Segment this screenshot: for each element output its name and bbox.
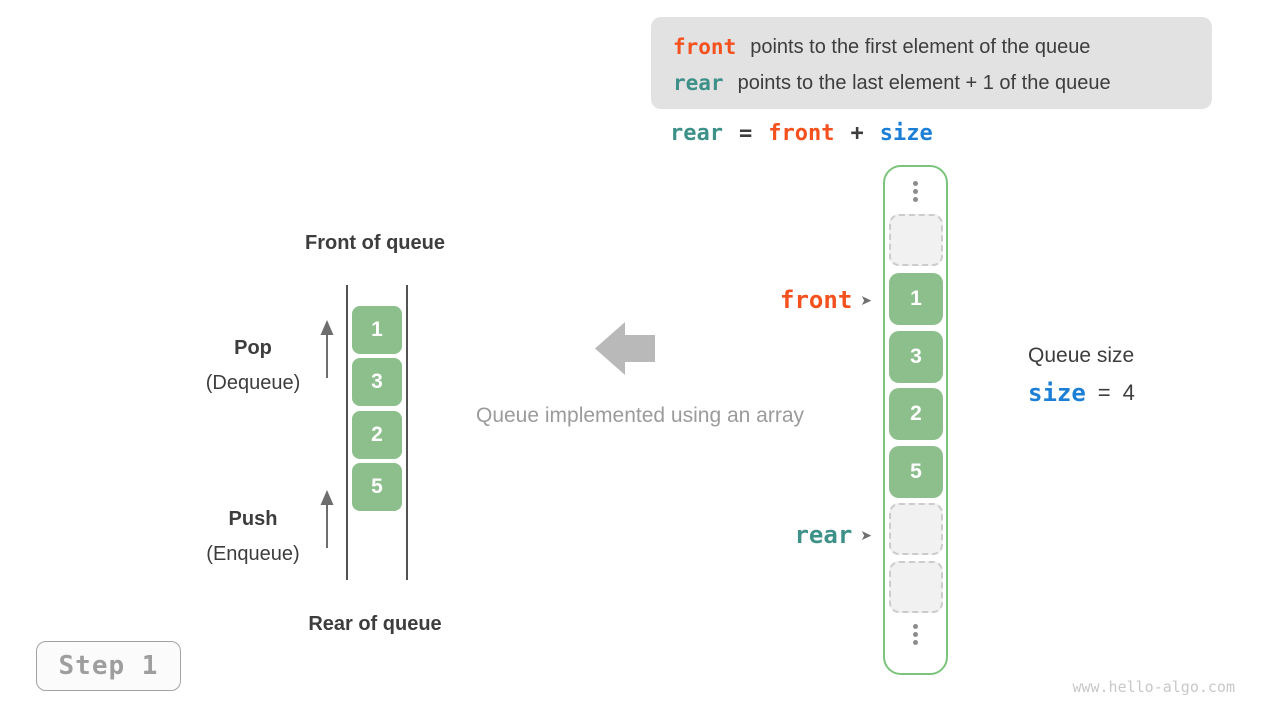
formula-plus: +	[850, 121, 864, 146]
queue-element: 2	[352, 411, 402, 459]
array-empty-slot	[889, 214, 943, 266]
queue-size-title: Queue size	[1028, 344, 1135, 367]
size-variable: size	[1028, 379, 1086, 407]
queue-size-value-line: size = 4	[1028, 379, 1135, 407]
rear-pointer: rear ➤	[794, 520, 872, 550]
pop-title: Pop	[234, 337, 272, 359]
legend-line-front: front points to the first element of the…	[673, 29, 1212, 65]
array-element: 1	[889, 273, 943, 325]
ellipsis-top-icon	[913, 181, 918, 202]
front-pointer-label: front	[780, 286, 853, 314]
array-element: 5	[889, 446, 943, 498]
pop-label: Pop (Dequeue)	[193, 336, 313, 395]
watermark: www.hello-algo.com	[1072, 678, 1235, 696]
legend-front-description: points to the first element of the queue	[750, 35, 1091, 58]
legend-rear-description: points to the last element + 1 of the qu…	[737, 71, 1111, 94]
push-up-arrow-icon	[320, 490, 334, 548]
queue-channel-left-line	[346, 285, 348, 580]
queue-element: 1	[352, 306, 402, 354]
queue-channel-right-line	[406, 285, 408, 580]
rear-of-queue-label: Rear of queue	[308, 613, 442, 635]
pop-up-arrow-icon	[320, 320, 334, 378]
array-empty-slot	[889, 503, 943, 555]
ellipsis-bottom-icon	[913, 624, 918, 645]
size-equals: =	[1097, 380, 1111, 405]
formula-size: size	[879, 121, 933, 146]
size-value: 4	[1122, 380, 1135, 405]
push-subtitle: (Enqueue)	[206, 543, 300, 565]
front-of-queue-label: Front of queue	[305, 232, 445, 254]
left-block-arrow-icon	[595, 322, 655, 375]
queue-element: 5	[352, 463, 402, 511]
array-element: 3	[889, 331, 943, 383]
pointer-formula: rear = front + size	[670, 121, 933, 146]
legend-line-rear: rear points to the last element + 1 of t…	[673, 65, 1212, 101]
push-label: Push (Enqueue)	[193, 507, 313, 566]
formula-front: front	[768, 121, 835, 146]
formula-rear: rear	[670, 121, 723, 146]
step-badge: Step 1	[36, 641, 181, 691]
front-keyword: front	[673, 35, 737, 59]
array-element: 2	[889, 388, 943, 440]
pop-subtitle: (Dequeue)	[205, 372, 301, 394]
rear-pointer-arrow-icon: ➤	[860, 527, 872, 543]
front-pointer-arrow-icon: ➤	[860, 292, 872, 308]
array-empty-slot	[889, 561, 943, 613]
front-pointer: front ➤	[780, 285, 872, 315]
push-title: Push	[228, 508, 278, 530]
diagram-caption: Queue implemented using an array	[475, 404, 805, 427]
rear-pointer-label: rear	[794, 521, 853, 549]
legend-box: front points to the first element of the…	[651, 17, 1212, 109]
rear-keyword: rear	[673, 71, 724, 95]
queue-element: 3	[352, 358, 402, 406]
formula-equals: =	[738, 121, 753, 146]
